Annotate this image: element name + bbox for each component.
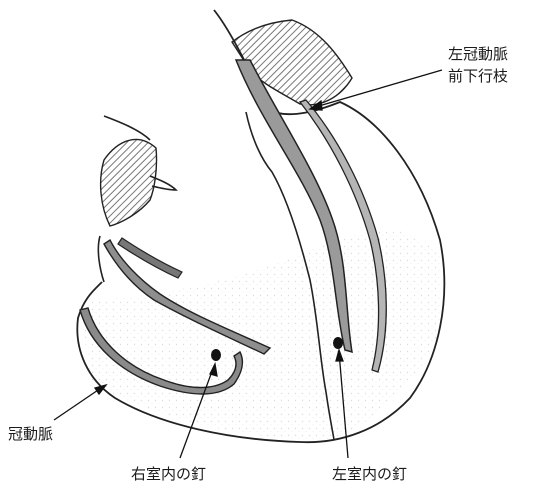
lad-label-line2: 前下行枝 — [448, 66, 508, 86]
lad-label-line1: 左冠動脈 — [448, 44, 508, 64]
lv-nail-label: 左室内の釘 — [332, 464, 407, 484]
lv-nail-dot — [333, 337, 343, 349]
atrium-hatched — [101, 139, 157, 226]
rv-nail-dot — [211, 349, 221, 361]
coronary-artery-label: 冠動脈 — [8, 424, 53, 444]
rv-nail-label: 右室内の釘 — [131, 464, 206, 484]
